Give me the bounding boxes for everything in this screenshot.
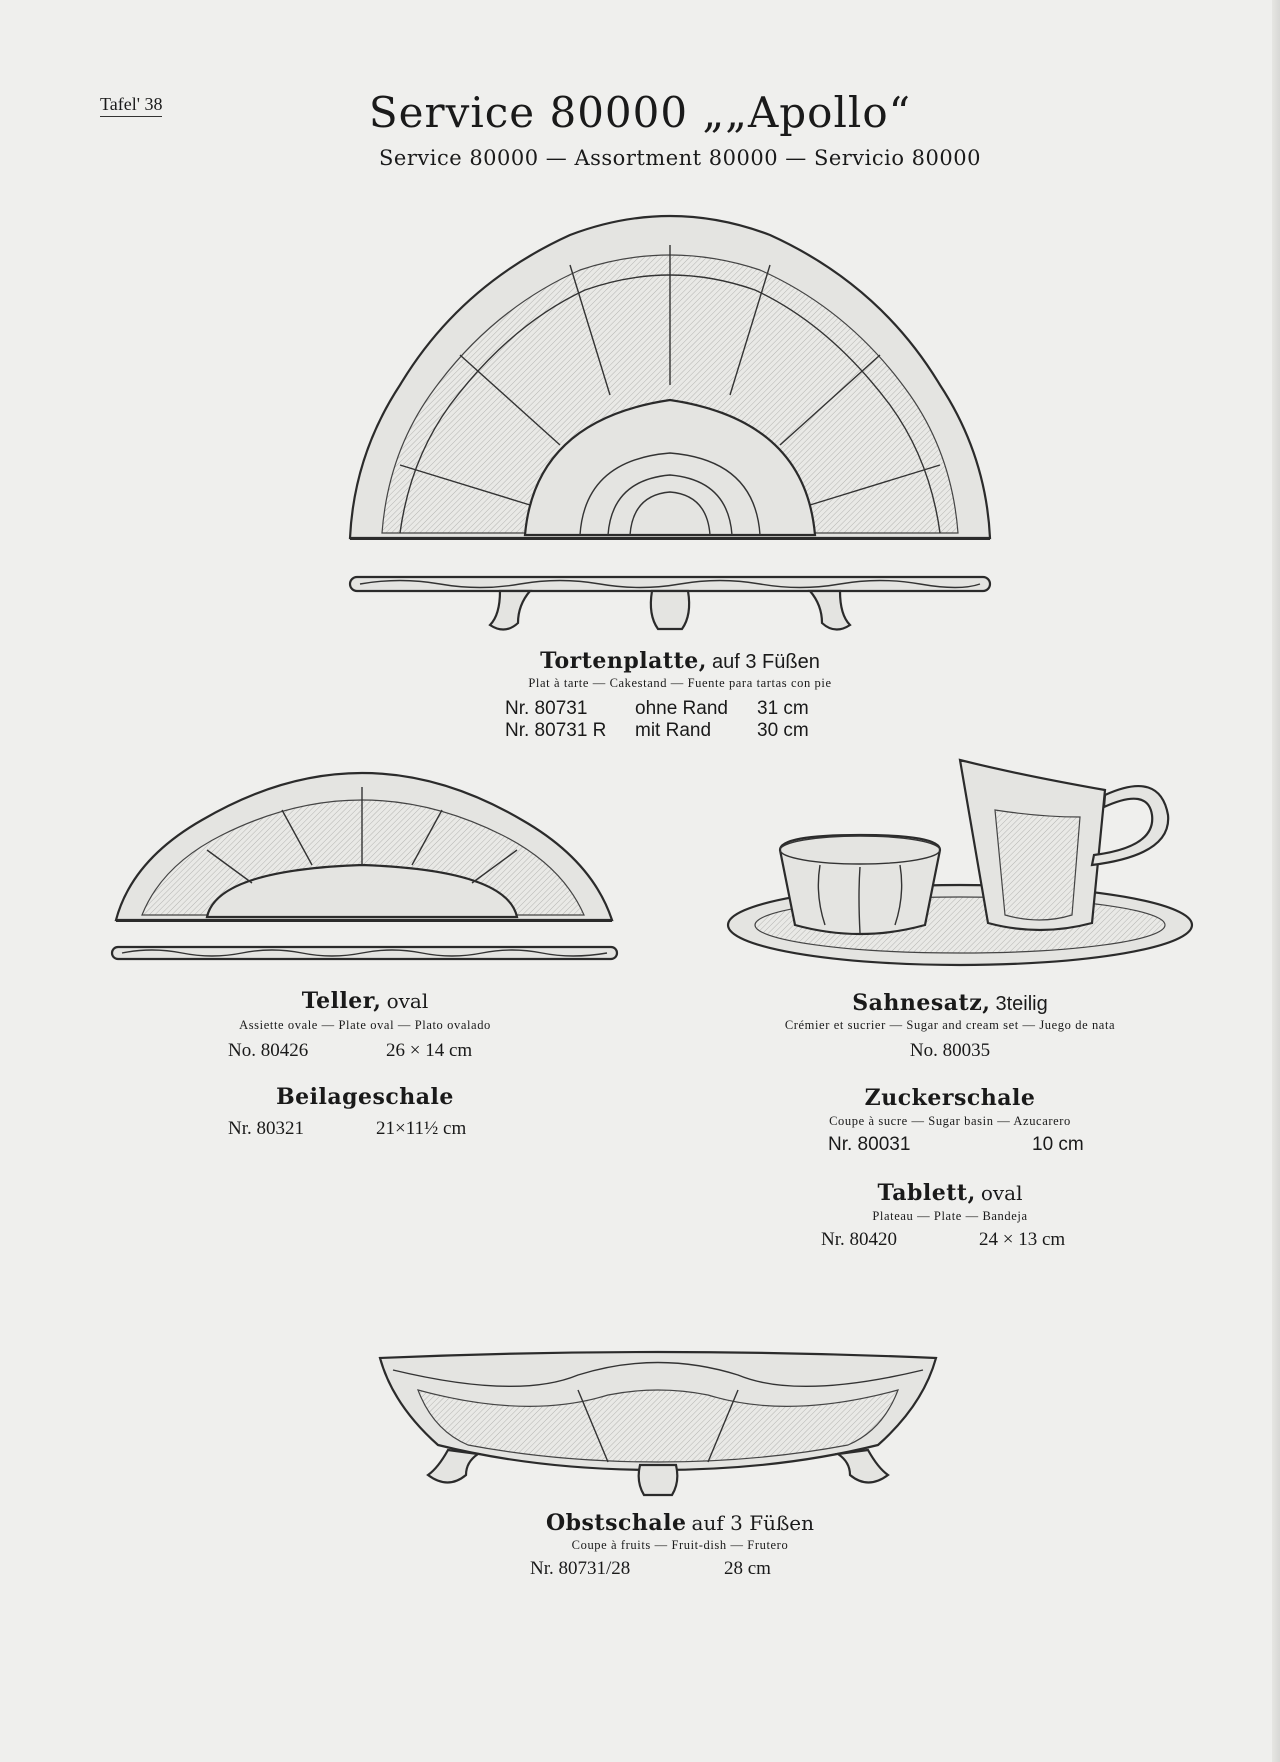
plate-translations: Assiette ovale — Plate oval — Plato oval… [239, 1018, 491, 1032]
fruit-bowl-nr: Nr. 80731/28 [530, 1558, 631, 1579]
cream-set-nr: No. 80035 [909, 1040, 991, 1061]
tray-translations: Plateau — Plate — Bandeja [872, 1209, 1028, 1223]
cakestand-heading: Tortenplatte, auf 3 Füßen [380, 648, 980, 674]
plate-number: Tafel' 38 [100, 94, 163, 117]
cream-sugar-set-illustration [726, 758, 1194, 967]
sugar-basin-nr: Nr. 80031 [828, 1134, 911, 1155]
cakestand-name: Tortenplatte, [540, 648, 707, 674]
fruit-bowl-heading: Obstschale auf 3 Füßen [380, 1510, 980, 1536]
page-subtitle: Service 80000 — Assortment 80000 — Servi… [379, 146, 981, 170]
tray-nr: Nr. 80420 [821, 1229, 897, 1250]
cakestand-nr-1: Nr. 80731 [505, 698, 588, 719]
plate-nr: No. 80426 [228, 1040, 309, 1061]
cakestand-nr-2: Nr. 80731 R [505, 720, 607, 741]
page-edge [1272, 0, 1280, 1762]
plate-heading: Teller, oval [155, 988, 575, 1014]
sugar-basin-size: 10 cm [1032, 1134, 1084, 1155]
cream-set-heading: Sahnesatz, 3teilig [735, 990, 1165, 1016]
fruit-bowl-translations: Coupe à fruits — Fruit-dish — Frutero [571, 1538, 789, 1552]
fruit-bowl-size: 28 cm [724, 1558, 771, 1579]
tray-suffix: oval [980, 1181, 1023, 1205]
page-title: Service 80000 „„Apollo“ [368, 88, 912, 137]
sugar-basin-name: Zuckerschale [864, 1085, 1036, 1111]
cream-set-name: Sahnesatz, [852, 990, 991, 1016]
tray-heading: Tablett, oval [735, 1180, 1165, 1206]
cakestand-desc-1: ohne Rand [635, 698, 728, 719]
plate-suffix: oval [386, 989, 429, 1013]
sugar-basin-translations: Coupe à sucre — Sugar basin — Azucarero [829, 1114, 1071, 1128]
oval-plate-illustration [110, 771, 619, 961]
cakestand-translations: Plat à tarte — Cakestand — Fuente para t… [528, 676, 832, 690]
cakestand-illustration [348, 214, 992, 631]
cakestand-suffix: auf 3 Füßen [712, 651, 820, 673]
cakestand-size-1: 31 cm [757, 698, 809, 719]
fruit-bowl-illustration [378, 1350, 938, 1497]
tray-size: 24 × 13 cm [979, 1229, 1066, 1250]
side-dish-size: 21×11½ cm [376, 1118, 467, 1139]
fruit-bowl-name: Obstschale [545, 1510, 687, 1536]
side-dish-nr: Nr. 80321 [228, 1118, 304, 1139]
fruit-bowl-suffix: auf 3 Füßen [691, 1511, 815, 1535]
cakestand-desc-2: mit Rand [635, 720, 712, 741]
cakestand-size-2: 30 cm [757, 720, 809, 741]
tray-name: Tablett, [877, 1180, 976, 1206]
cream-set-translations: Crémier et sucrier — Sugar and cream set… [784, 1018, 1116, 1032]
side-dish-name: Beilageschale [276, 1084, 454, 1110]
plate-size: 26 × 14 cm [386, 1040, 473, 1061]
cream-set-suffix: 3teilig [995, 993, 1048, 1015]
plate-name: Teller, [301, 988, 382, 1014]
